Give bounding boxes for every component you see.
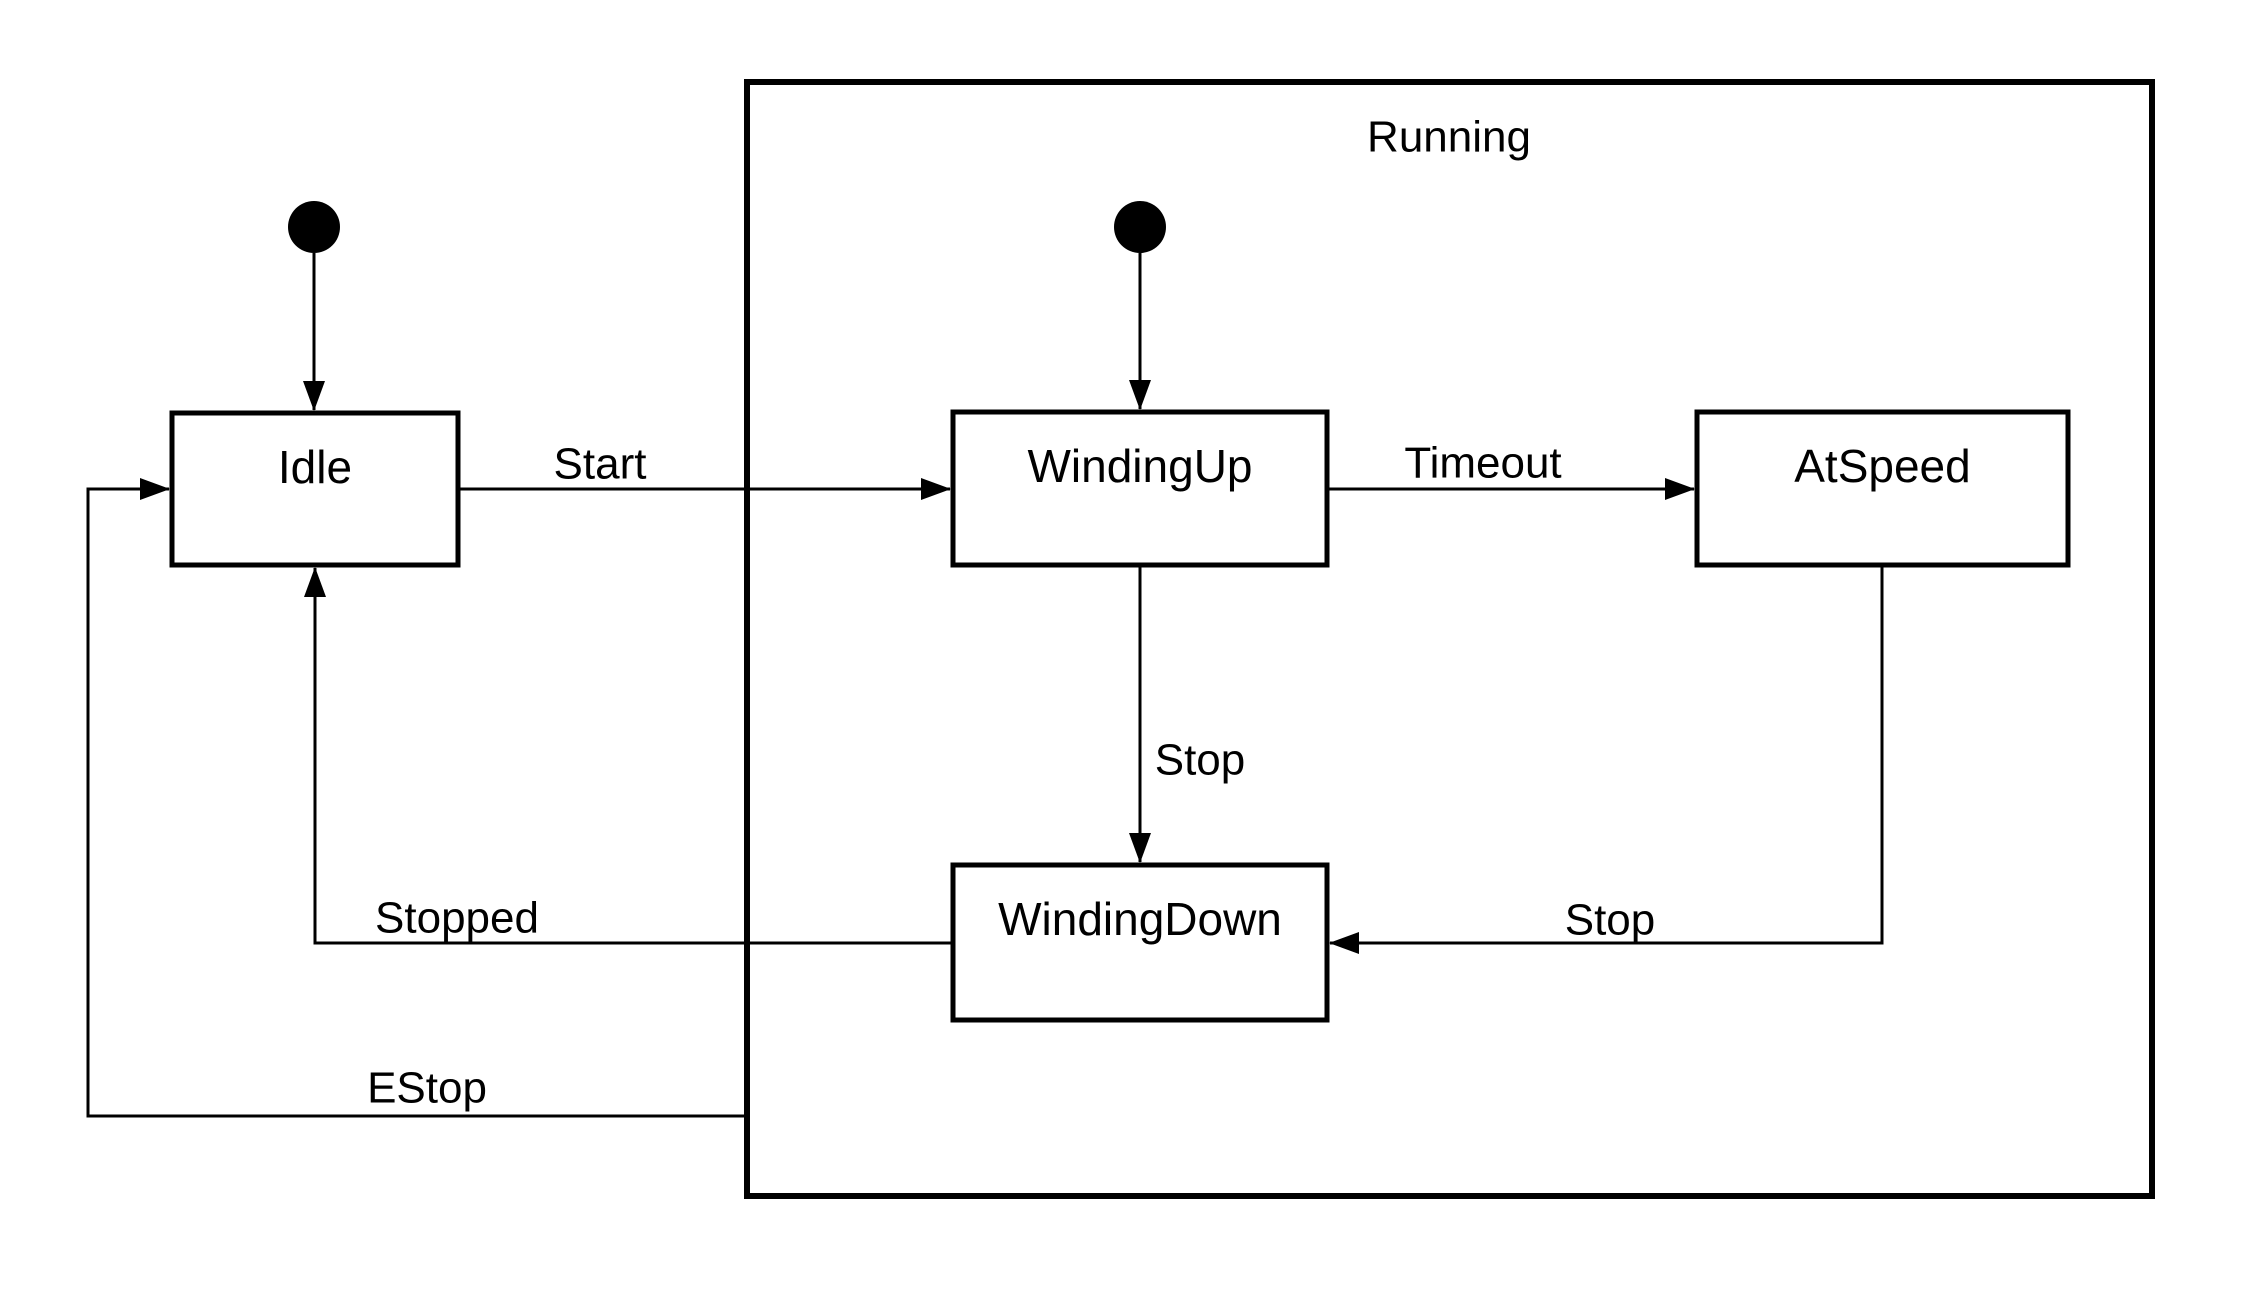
transition-stop-atspeed	[1329, 566, 1884, 954]
transition-estop	[86, 478, 747, 1118]
state-label-idle: Idle	[278, 441, 352, 493]
state-atspeed	[1694, 409, 2071, 568]
composite-state-running	[744, 79, 2155, 1199]
state-label-atspeed: AtSpeed	[1794, 440, 1970, 492]
transition-label-stop-atspeed: Stop	[1565, 896, 1656, 945]
state-idle	[169, 410, 461, 568]
state-label-windingdown: WindingDown	[998, 893, 1282, 945]
transition-label-estop: EStop	[367, 1064, 487, 1113]
initial-main-dot-icon	[288, 201, 340, 253]
initial-running-dot-icon	[1114, 201, 1166, 253]
composite-state-label: Running	[1367, 113, 1531, 162]
transition-label-timeout: Timeout	[1404, 439, 1561, 488]
state-label-windingup: WindingUp	[1028, 440, 1253, 492]
transition-label-stopped: Stopped	[375, 894, 539, 943]
state-windingdown	[950, 862, 1330, 1023]
transition-label-stop-windingup: Stop	[1155, 736, 1246, 785]
transition-stopped	[304, 567, 953, 945]
state-windingup	[950, 409, 1330, 568]
transition-label-start: Start	[554, 440, 647, 489]
